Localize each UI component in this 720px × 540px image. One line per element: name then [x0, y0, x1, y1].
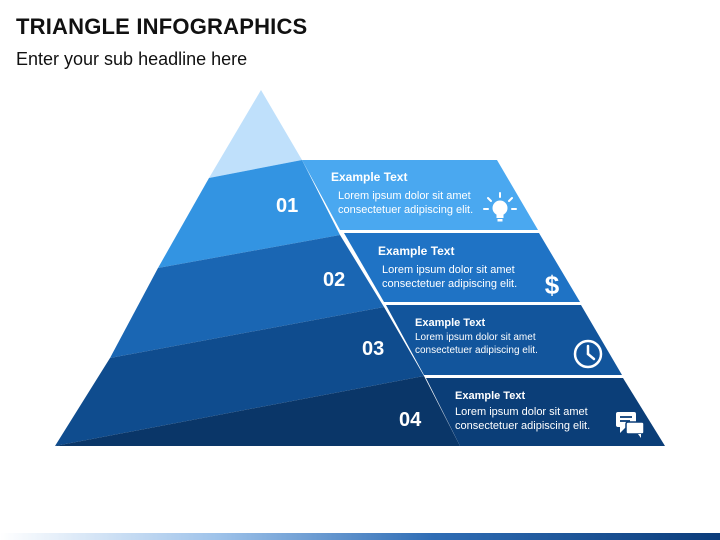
svg-text:$: $	[545, 270, 560, 299]
chat-icon	[616, 412, 645, 438]
footer-gradient-bar	[0, 533, 720, 540]
level-3-body: Lorem ipsum dolor sit amet consectetuer …	[415, 331, 538, 357]
level-3-line-2: consectetuer adipiscing elit.	[415, 345, 538, 356]
level-4-number: 04	[399, 409, 422, 431]
level-4-heading: Example Text	[455, 390, 526, 402]
level-1-body: Lorem ipsum dolor sit amet consectetuer …	[331, 189, 473, 217]
pyramid-level-4-right	[426, 378, 665, 446]
level-3-line-1: Lorem ipsum dolor sit amet	[415, 332, 536, 343]
level-2-body: Lorem ipsum dolor sit amet consectetuer …	[378, 263, 517, 291]
level-2-number: 02	[323, 269, 346, 291]
level-3-heading: Example Text	[415, 317, 486, 329]
clock-icon	[573, 339, 603, 369]
level-2-heading: Example Text	[378, 244, 455, 258]
pyramid-level-2-left	[110, 235, 384, 358]
lightbulb-icon	[483, 192, 517, 222]
pyramid-level-2-right	[344, 233, 580, 302]
level-1-text: Example Text Lorem ipsum dolor sit amet …	[331, 170, 473, 217]
level-1-line-2: consectetuer adipiscing elit.	[338, 204, 474, 216]
page-title: TRIANGLE INFOGRAPHICS	[16, 14, 308, 39]
pyramid-level-3-left	[55, 307, 424, 446]
pyramid-level-1-left	[158, 160, 340, 268]
level-2-text: Example Text Lorem ipsum dolor sit amet …	[378, 244, 517, 291]
pyramid-level-1-right	[302, 160, 538, 230]
dollar-icon: $	[545, 270, 560, 299]
level-4-text: Example Text Lorem ipsum dolor sit amet …	[455, 390, 590, 433]
level-2-line-1: Lorem ipsum dolor sit amet	[382, 264, 515, 276]
level-2-line-2: consectetuer adipiscing elit.	[382, 278, 518, 290]
pyramid-level-4-left	[55, 376, 460, 446]
pyramid-level-3-right	[386, 305, 622, 375]
page-subtitle: Enter your sub headline here	[16, 49, 248, 69]
level-3-number: 03	[362, 338, 385, 360]
level-1-heading: Example Text	[331, 170, 408, 184]
level-3-text: Example Text Lorem ipsum dolor sit amet …	[415, 317, 538, 357]
pyramid-apex	[209, 90, 302, 178]
level-1-number: 01	[276, 195, 299, 217]
level-1-line-1: Lorem ipsum dolor sit amet	[338, 190, 471, 202]
level-4-line-2: consectetuer adipiscing elit.	[455, 420, 591, 432]
level-4-line-1: Lorem ipsum dolor sit amet	[455, 406, 588, 418]
level-4-body: Lorem ipsum dolor sit amet consectetuer …	[455, 405, 590, 433]
